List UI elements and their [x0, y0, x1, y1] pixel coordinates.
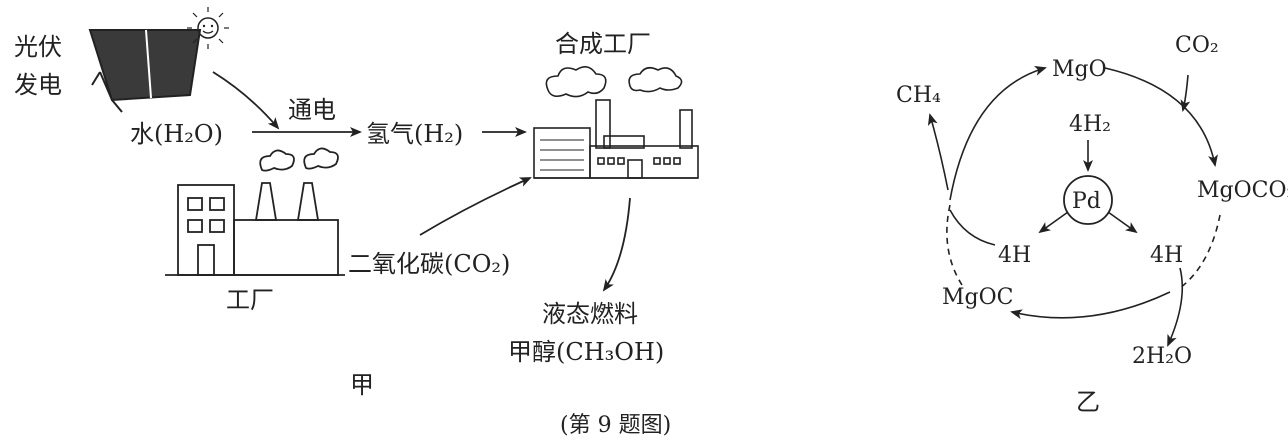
cycle-arc-mgo-to-mgoco2	[1104, 67, 1218, 167]
mgo-label: MgO	[1052, 57, 1107, 82]
four-h-right-label: 4H	[1150, 243, 1183, 268]
cycle-dashed-right	[1179, 214, 1221, 289]
four-h2-label: 4H₂	[1069, 112, 1111, 137]
co2-label: 二氧化碳(CO₂)	[348, 250, 510, 278]
left-h-to-cycle-line	[949, 209, 996, 246]
panel-jia: 光伏 发电 水(H₂O) 通电 氢气	[14, 7, 699, 399]
figure-caption: (第 9 题图)	[560, 413, 671, 438]
ch4-label: CH₄	[896, 83, 941, 108]
mgoco2-label: MgOCO₂	[1197, 178, 1288, 203]
electrolysis-label: 通电	[288, 96, 336, 124]
h2o-output-arrow	[1167, 267, 1184, 347]
hydrogen-label: 氢气(H₂)	[366, 120, 463, 148]
sun-icon	[187, 7, 229, 49]
panel-jia-label: 甲	[350, 371, 374, 399]
solar-panel-icon	[88, 29, 202, 113]
pd-catalyst-circle	[1063, 175, 1113, 225]
synthesis-plant-label: 合成工厂	[555, 30, 651, 58]
ch4-output-arrow	[927, 113, 949, 191]
fuel-label-line1: 液态燃料	[542, 300, 638, 328]
pd-to-right-h-arrow	[1107, 211, 1138, 234]
factory-label: 工厂	[226, 286, 274, 314]
mgoc-label: MgOC	[942, 285, 1013, 310]
solar-label-line1: 光伏	[14, 33, 62, 61]
synthesis-plant-icon	[533, 66, 699, 179]
two-h2o-label: 2H₂O	[1132, 344, 1192, 369]
factory-icon	[165, 147, 345, 276]
panel-yi: MgO CO₂ CH₄ 4H₂ Pd MgOCO₂ 4H 4H MgOC 2H₂…	[896, 33, 1288, 416]
panel-yi-label: 乙	[1076, 388, 1100, 416]
co2-top-label: CO₂	[1175, 33, 1219, 58]
solar-label-line2: 发电	[14, 71, 62, 99]
fuel-label-line2: 甲醇(CH₃OH)	[508, 338, 664, 366]
co2-to-plant-arrow	[419, 177, 532, 236]
co2-input-arrow	[1180, 74, 1191, 112]
cycle-arc-to-mgo	[949, 66, 1047, 201]
four-h-left-label: 4H	[998, 243, 1031, 268]
water-label: 水(H₂O)	[130, 120, 223, 148]
pd-label: Pd	[1072, 189, 1101, 214]
cycle-arc-to-mgoc	[1010, 291, 1171, 320]
pd-to-left-h-arrow	[1038, 211, 1069, 234]
solar-to-water-arrow	[212, 71, 280, 130]
plant-to-fuel-arrow	[602, 197, 631, 292]
